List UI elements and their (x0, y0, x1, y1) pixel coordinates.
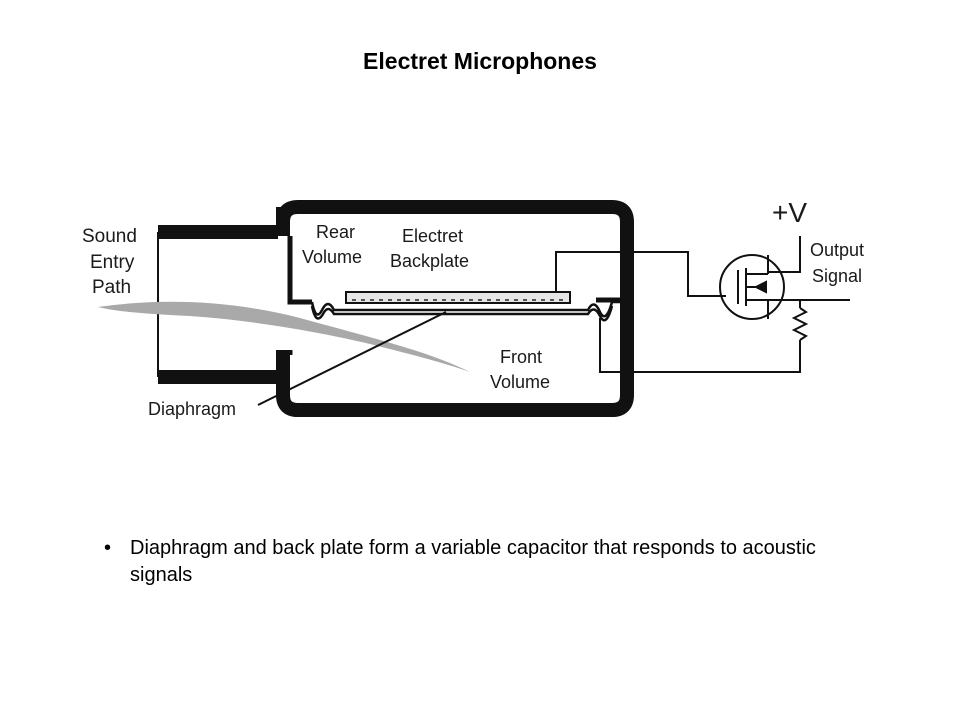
label-electret-2: Backplate (390, 251, 469, 271)
output-wiring (767, 236, 850, 319)
label-rear-volume-1: Rear (316, 222, 355, 242)
load-resistor-icon (791, 307, 809, 341)
label-sound-entry-1: Sound (82, 226, 137, 247)
jfet-transistor-icon (719, 254, 785, 320)
label-electret-1: Electret (402, 226, 463, 246)
label-supply-voltage: +V (772, 197, 807, 228)
label-front-volume-2: Volume (490, 372, 550, 392)
label-front-volume-1: Front (500, 347, 542, 367)
sound-wave-arrow (98, 301, 470, 372)
bullet-item: • Diaphragm and back plate form a variab… (104, 535, 864, 589)
ground-return-wire (599, 318, 801, 373)
bullet-text: Diaphragm and back plate form a variable… (130, 537, 816, 586)
label-sound-entry-3: Path (92, 277, 131, 298)
capsule-housing (276, 200, 634, 417)
bullet-marker: • (104, 537, 112, 559)
diaphragm-membrane (310, 300, 620, 322)
diaphragm-leader-line (257, 311, 447, 406)
label-sound-entry-2: Entry (90, 252, 135, 273)
label-output-2: Signal (812, 266, 862, 286)
label-output-1: Output (810, 240, 864, 260)
slide-title: Electret Microphones (363, 48, 597, 74)
electret-backplate (345, 291, 571, 304)
bullet-list: • Diaphragm and back plate form a variab… (104, 535, 864, 589)
label-diaphragm: Diaphragm (148, 399, 236, 419)
label-rear-volume-2: Volume (302, 247, 362, 267)
backplate-wire (555, 251, 726, 297)
